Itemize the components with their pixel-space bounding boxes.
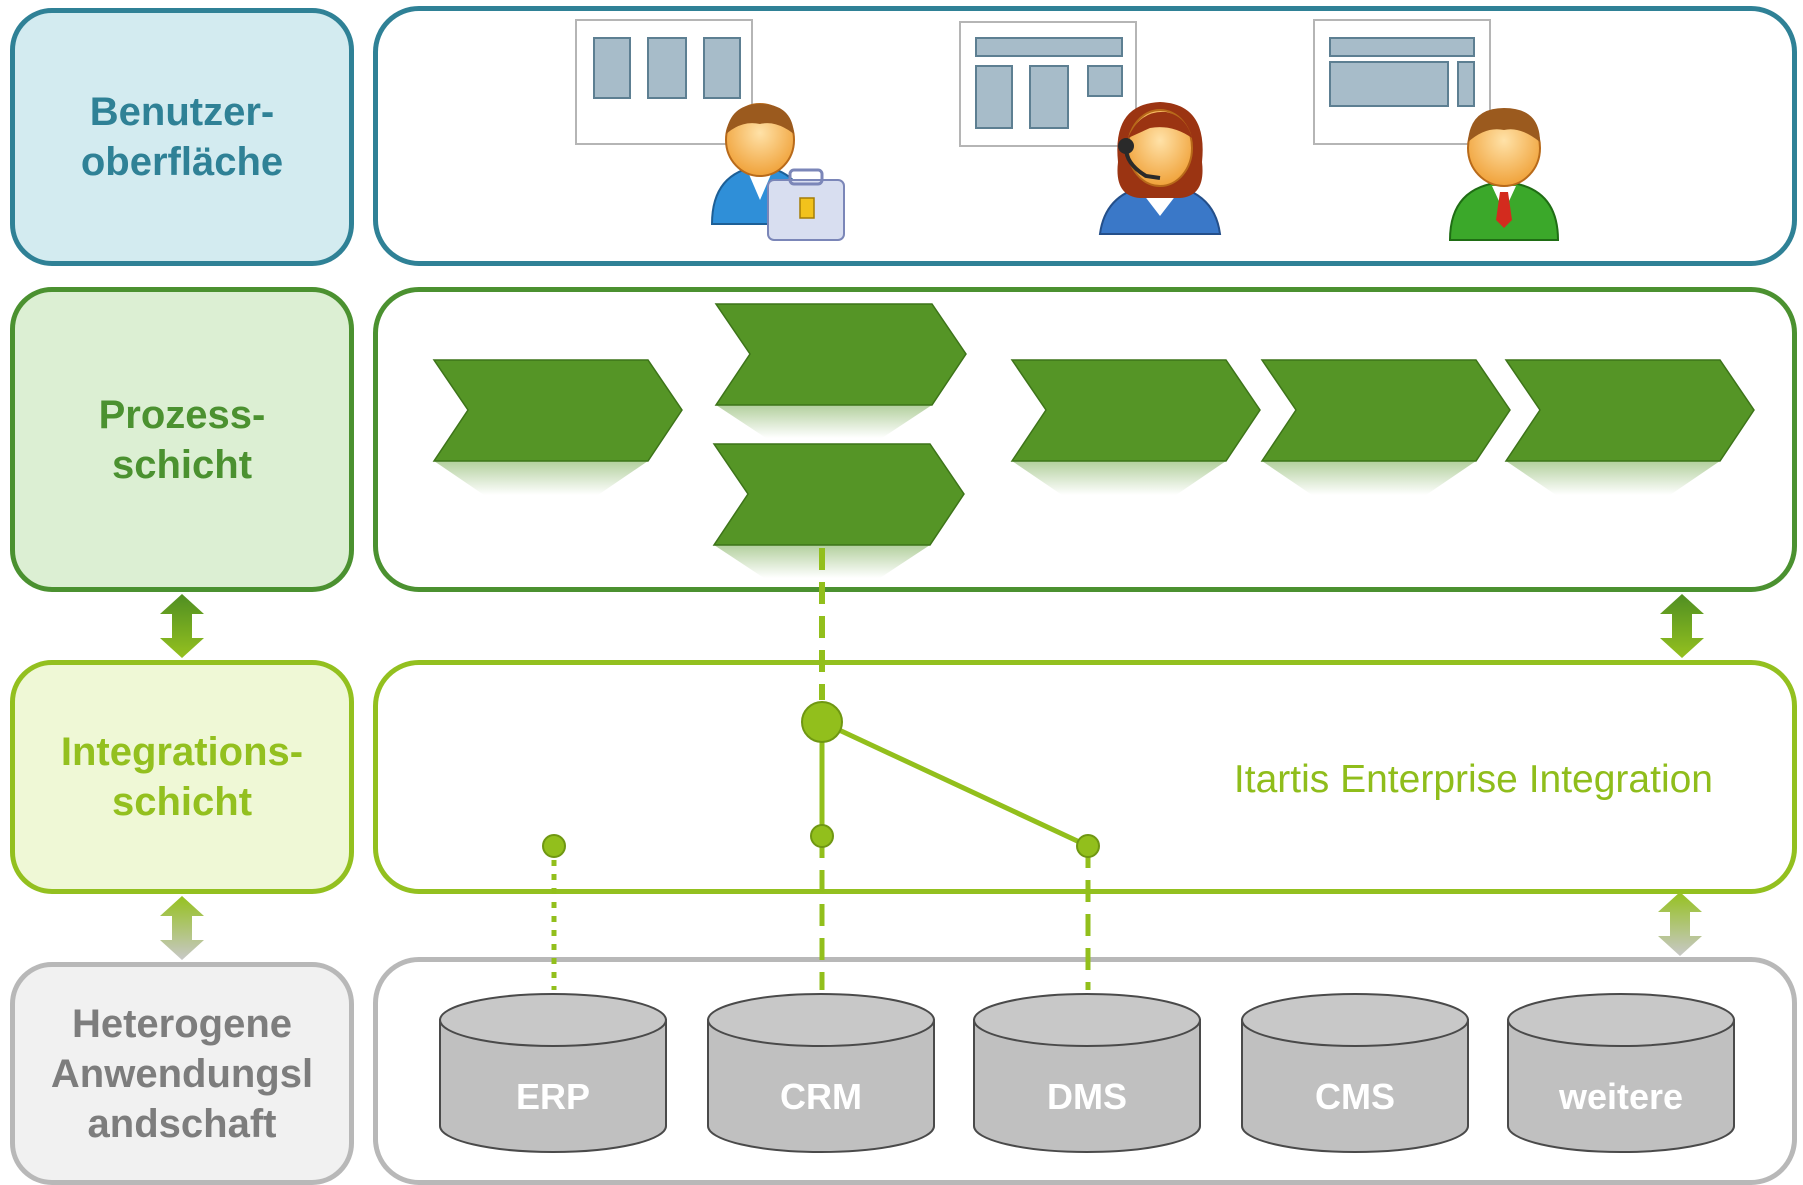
process-step-5 — [1504, 359, 1755, 495]
system-label-dms: DMS — [1047, 1076, 1127, 1117]
process-step-4 — [1260, 359, 1511, 495]
system-label-weitere: weitere — [1558, 1076, 1684, 1117]
integration-caption: Itartis Enterprise Integration — [1233, 758, 1713, 801]
system-label-erp: ERP — [515, 1076, 591, 1117]
integration-connectors — [542, 548, 1100, 990]
screen-wireframe-2 — [959, 21, 1137, 147]
business-user-icon — [710, 103, 845, 241]
call-center-agent-icon — [1098, 102, 1222, 235]
system-label-crm: CRM — [780, 1076, 862, 1117]
double-arrow-icon — [160, 594, 204, 658]
database-cylinder-erp — [439, 993, 667, 1153]
database-cylinder-weitere — [1507, 993, 1735, 1153]
process-step-1 — [432, 359, 683, 495]
system-label-cms: CMS — [1315, 1076, 1395, 1117]
screen-wireframe-1 — [575, 19, 753, 145]
double-arrow-icon — [1660, 594, 1704, 658]
database-cylinder-crm — [707, 993, 935, 1153]
database-cylinder-cms — [1241, 993, 1469, 1153]
process-step-2b — [712, 443, 965, 578]
layer-label-applications: Heterogene Anwendungsl andschaft — [10, 962, 354, 1185]
layer-label-ui: Benutzer- oberfläche — [10, 8, 354, 266]
user-icon — [1448, 108, 1560, 241]
layer-label-integration: Integrations- schicht — [10, 660, 354, 894]
screen-wireframe-3 — [1313, 19, 1491, 145]
process-step-2a — [714, 303, 967, 438]
process-step-3 — [1010, 359, 1261, 495]
double-arrow-icon — [1658, 892, 1702, 956]
database-cylinder-dms — [973, 993, 1201, 1153]
double-arrow-icon — [160, 896, 204, 960]
layer-label-process: Prozess- schicht — [10, 287, 354, 592]
